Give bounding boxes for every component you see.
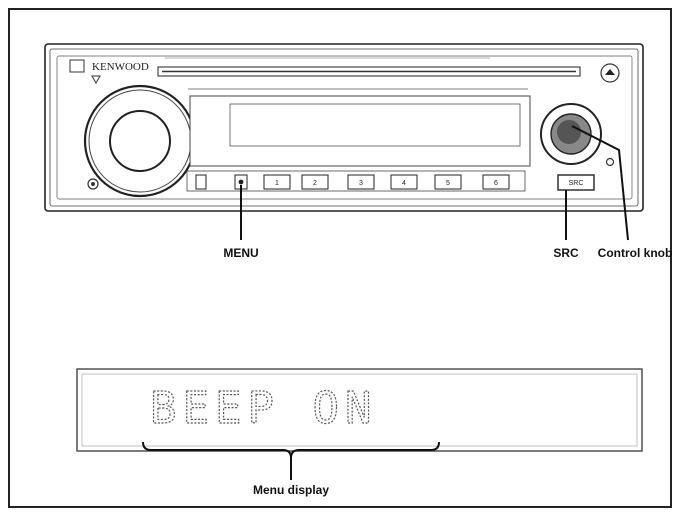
preset-button-label: 4 — [402, 180, 406, 187]
display-text: BEEP ON — [150, 383, 377, 434]
preset-button-label: 1 — [275, 180, 279, 187]
eject-button[interactable] — [600, 63, 620, 83]
open-arrow-icon — [91, 75, 101, 85]
callout-lines — [240, 125, 629, 241]
src-button-text: SRC — [569, 180, 584, 187]
preset-button-row — [186, 170, 526, 192]
preset-button-6[interactable]: 6 — [482, 174, 510, 190]
preset-buttons: 1 2 3 4 5 6 — [263, 174, 510, 190]
menu-label: MENU — [223, 246, 258, 260]
preset-button-3[interactable]: 3 — [347, 174, 375, 190]
control-knob-label: Control knob — [598, 246, 673, 260]
preset-button-2[interactable]: 2 — [301, 174, 329, 190]
menu-display-panel — [76, 368, 643, 452]
preset-button-label: 6 — [494, 180, 498, 187]
src-button[interactable]: SRC — [557, 174, 595, 191]
eject-icon — [605, 69, 615, 75]
brand-area: KENWOOD — [69, 59, 149, 85]
preset-button-label: 3 — [359, 180, 363, 187]
preset-button-5[interactable]: 5 — [434, 174, 462, 190]
aux-jack — [87, 178, 99, 190]
lcd-window — [188, 88, 531, 167]
preset-button-label: 2 — [313, 180, 317, 187]
preset-button-4[interactable]: 4 — [390, 174, 418, 190]
brand-logo: KENWOOD — [92, 61, 149, 73]
control-knob-callout-line — [571, 125, 629, 241]
reset-hole — [605, 157, 615, 167]
preset-button-1[interactable]: 1 — [263, 174, 291, 190]
control-knob[interactable] — [540, 103, 602, 165]
preset-button-label: 5 — [446, 180, 450, 187]
src-label: SRC — [553, 246, 579, 260]
cd-slot — [157, 57, 581, 77]
menu-button[interactable] — [195, 174, 248, 190]
volume-knob[interactable] — [83, 84, 197, 198]
menu-display-label: Menu display — [253, 483, 329, 497]
